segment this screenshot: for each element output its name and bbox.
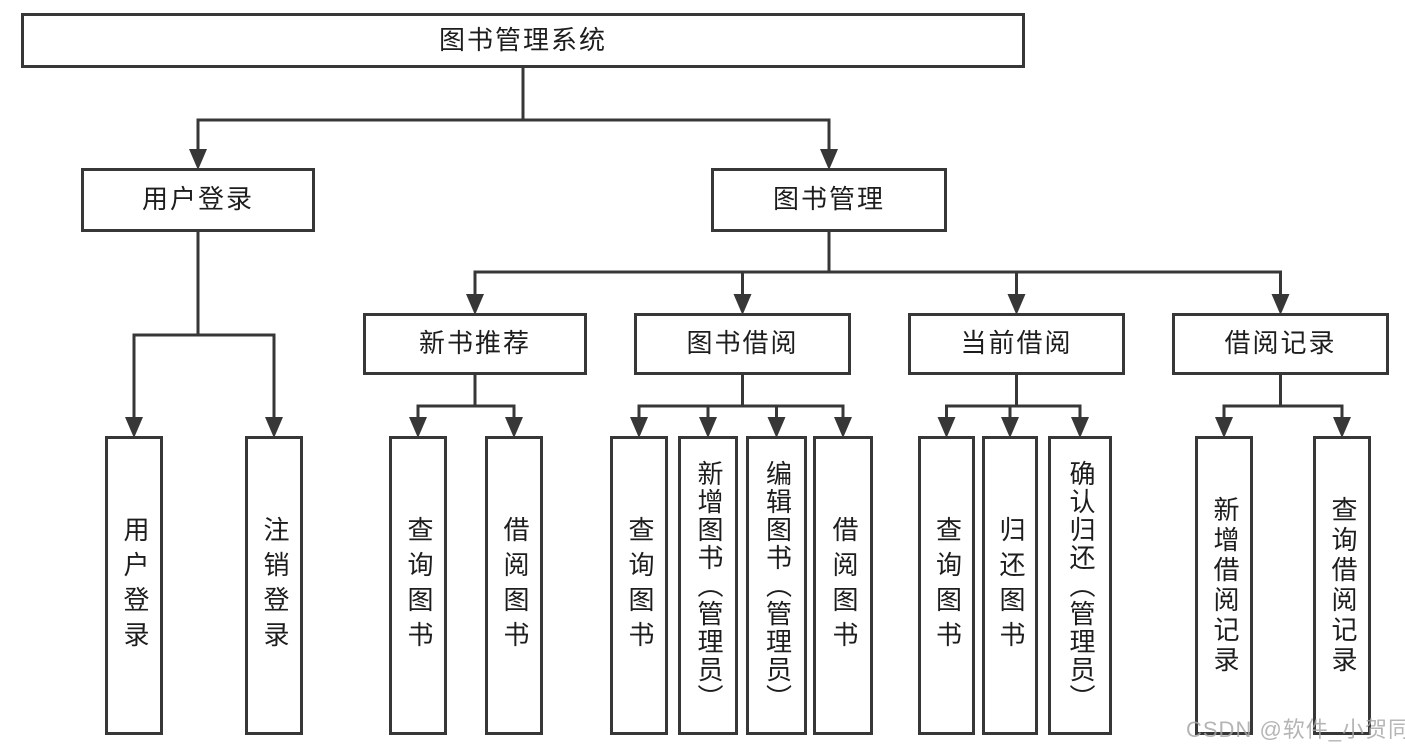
node-label: 查询借阅记录	[1327, 495, 1358, 676]
arrowhead-icon	[820, 149, 838, 170]
node-v-query-book-1: 查询图书	[389, 436, 447, 735]
arrowhead-icon	[505, 417, 523, 438]
node-label: 查询图书	[932, 515, 963, 656]
node-label: 当前借阅	[960, 328, 1073, 359]
node-new-book-rec: 新书推荐	[363, 313, 587, 375]
arrowhead-icon	[189, 149, 207, 170]
node-user-login: 用户登录	[81, 168, 315, 232]
node-book-borrow: 图书借阅	[634, 313, 851, 375]
arrowhead-icon	[733, 294, 752, 315]
arrowhead-icon	[409, 417, 427, 438]
arrowhead-icon	[630, 417, 648, 438]
node-label: 确认归还（管理员）	[1065, 459, 1096, 712]
arrowhead-icon	[699, 417, 717, 438]
node-label: 图书管理	[772, 184, 885, 215]
node-v-borrow-book-1: 借阅图书	[485, 436, 543, 735]
arrowhead-icon	[1333, 417, 1351, 438]
node-label: 新增借阅记录	[1209, 495, 1240, 676]
node-borrow-records: 借阅记录	[1172, 313, 1389, 375]
node-label: 借阅图书	[828, 515, 859, 656]
node-label: 图书管理系统	[438, 24, 607, 55]
node-label: 查询图书	[403, 515, 434, 656]
node-current-borrow: 当前借阅	[908, 313, 1125, 375]
node-label: 图书借阅	[686, 328, 799, 359]
node-label: 注销登录	[259, 515, 290, 656]
node-v-user-login: 用户登录	[105, 436, 163, 735]
node-v-logout: 注销登录	[245, 436, 303, 735]
node-v-edit-book: 编辑图书（管理员）	[746, 436, 807, 735]
node-label: 查询图书	[624, 515, 655, 656]
node-v-add-book: 新增图书（管理员）	[678, 436, 738, 735]
node-label: 新增图书（管理员）	[693, 459, 724, 712]
arrowhead-icon	[767, 417, 786, 438]
node-label: 新书推荐	[418, 328, 531, 359]
arrowhead-icon	[466, 294, 484, 315]
node-book-mgmt: 图书管理	[711, 168, 947, 232]
arrowhead-icon	[1215, 417, 1233, 438]
node-v-return-book: 归还图书	[982, 436, 1038, 735]
node-label: 用户登录	[119, 515, 150, 656]
node-label: 借阅记录	[1224, 328, 1337, 359]
node-label: 借阅图书	[499, 515, 530, 656]
node-v-confirm-return: 确认归还（管理员）	[1048, 436, 1112, 735]
arrowhead-icon	[1271, 294, 1290, 315]
arrowhead-icon	[1007, 294, 1026, 315]
arrowhead-icon	[834, 417, 852, 438]
node-v-borrow-book-2: 借阅图书	[813, 436, 873, 735]
arrowhead-icon	[1071, 417, 1089, 438]
arrowhead-icon	[1001, 417, 1019, 438]
node-label: 用户登录	[141, 184, 254, 215]
node-label: 编辑图书（管理员）	[762, 459, 793, 712]
arrowhead-icon	[937, 417, 956, 438]
arrowhead-icon	[265, 417, 283, 438]
arrowhead-icon	[125, 417, 143, 438]
node-label: 归还图书	[995, 515, 1026, 656]
watermark: CSDN @软件_小贺同学	[1186, 717, 1405, 742]
node-v-query-book-2: 查询图书	[610, 436, 668, 735]
node-v-query-record: 查询借阅记录	[1313, 436, 1371, 735]
node-v-add-record: 新增借阅记录	[1195, 436, 1253, 735]
node-v-query-book-3: 查询图书	[918, 436, 975, 735]
node-root: 图书管理系统	[21, 13, 1025, 68]
